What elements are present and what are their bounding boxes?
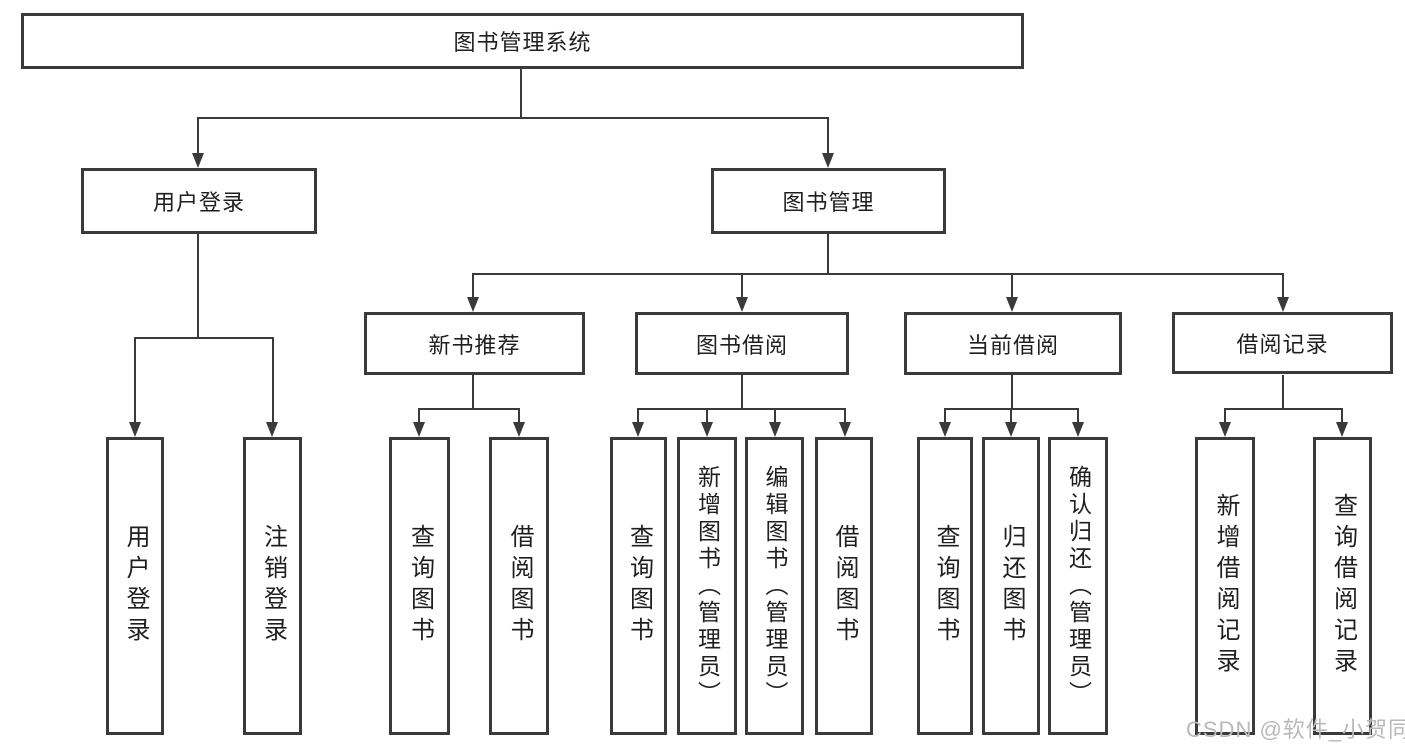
leaf-add-borrow-record: 新增借阅记录: [1195, 437, 1255, 735]
leaf-label: 借阅图书: [831, 524, 858, 648]
leaf-return-books: 归还图书: [982, 437, 1040, 735]
connector-line: [419, 408, 520, 410]
leaf-query-books-3: 查询图书: [917, 437, 973, 735]
leaf-label: 查询图书: [406, 524, 434, 648]
arrowhead-icon: [839, 422, 851, 437]
node-book-borrow-label: 图书借阅: [695, 332, 788, 358]
arrowhead-icon: [1005, 422, 1017, 437]
leaf-edit-books-admin: 编辑图书（管理员）: [745, 437, 804, 735]
arrowhead-icon: [467, 297, 479, 312]
arrowhead-icon: [513, 422, 525, 437]
leaf-query-books-1: 查询图书: [389, 437, 450, 735]
connector-line: [418, 408, 420, 424]
connector-line: [473, 273, 1284, 275]
connector-line: [134, 337, 136, 424]
connector-line: [197, 117, 199, 155]
leaf-query-borrow-record: 查询借阅记录: [1313, 437, 1372, 735]
connector-line: [520, 69, 522, 117]
connector-line: [1011, 375, 1013, 408]
connector-line: [1077, 408, 1079, 424]
leaf-label: 归还图书: [998, 524, 1025, 648]
csdn-watermark: CSDN @软件_小贺同学: [1186, 717, 1405, 742]
node-current-borrow: 当前借阅: [904, 312, 1122, 375]
connector-line: [1224, 408, 1226, 424]
connector-line: [741, 375, 743, 408]
connector-line: [827, 117, 829, 155]
arrowhead-icon: [1277, 297, 1289, 312]
node-new-book-recommend: 新书推荐: [364, 312, 585, 375]
arrowhead-icon: [736, 297, 748, 312]
node-root: 图书管理系统: [21, 13, 1024, 69]
node-book-borrow: 图书借阅: [635, 312, 849, 375]
leaf-borrow-books-2: 借阅图书: [815, 437, 873, 735]
connector-line: [1282, 375, 1284, 408]
connector-line: [637, 408, 639, 424]
node-borrow-records-label: 借阅记录: [1236, 332, 1329, 357]
arrowhead-icon: [1336, 422, 1348, 437]
arrowhead-icon: [192, 153, 204, 168]
connector-line: [472, 375, 474, 408]
leaf-label: 编辑图书（管理员）: [762, 464, 788, 708]
leaf-add-books-admin: 新增图书（管理员）: [677, 437, 737, 735]
node-book-management-label: 图书管理: [782, 190, 875, 215]
arrowhead-icon: [129, 422, 141, 437]
arrowhead-icon: [1072, 422, 1084, 437]
leaf-label: 查询图书: [932, 524, 959, 648]
leaf-label: 新增借阅记录: [1212, 493, 1239, 679]
arrowhead-icon: [701, 422, 713, 437]
connector-line: [472, 273, 474, 299]
arrowhead-icon: [1219, 422, 1231, 437]
leaf-borrow-books-1: 借阅图书: [489, 437, 549, 735]
arrowhead-icon: [1006, 297, 1018, 312]
leaf-query-books-2: 查询图书: [610, 437, 667, 735]
connector-line: [706, 408, 708, 424]
leaf-user-login: 用户登录: [106, 437, 164, 735]
arrowhead-icon: [822, 153, 834, 168]
leaf-label: 查询借阅记录: [1329, 493, 1357, 679]
connector-line: [638, 408, 845, 410]
node-current-borrow-label: 当前借阅: [966, 332, 1059, 358]
leaf-label: 借阅图书: [506, 524, 533, 648]
node-root-label: 图书管理系统: [453, 30, 592, 55]
connector-line: [1225, 408, 1342, 410]
arrowhead-icon: [769, 422, 781, 437]
connector-line: [741, 273, 743, 299]
node-user-login-label: 用户登录: [152, 190, 245, 215]
arrowhead-icon: [632, 422, 644, 437]
arrowhead-icon: [939, 422, 951, 437]
connector-line: [1011, 273, 1013, 299]
leaf-label: 注销登录: [259, 524, 287, 648]
arrowhead-icon: [413, 422, 425, 437]
leaf-label: 确认归还（管理员）: [1065, 464, 1092, 708]
leaf-label: 新增图书（管理员）: [694, 464, 721, 708]
node-new-book-recommend-label: 新书推荐: [428, 332, 521, 358]
connector-line: [774, 408, 776, 424]
connector-line: [944, 408, 946, 424]
connector-line: [1341, 408, 1343, 424]
leaf-confirm-return-admin: 确认归还（管理员）: [1048, 437, 1108, 735]
arrowhead-icon: [266, 422, 278, 437]
connector-line: [1010, 408, 1012, 424]
connector-line: [134, 337, 274, 339]
connector-line: [1282, 273, 1284, 299]
leaf-logout: 注销登录: [243, 437, 302, 735]
connector-line: [827, 234, 829, 273]
connector-line: [844, 408, 846, 424]
connector-line: [272, 337, 274, 424]
leaf-label: 查询图书: [625, 524, 653, 648]
node-book-management: 图书管理: [711, 168, 946, 234]
connector-line: [197, 234, 199, 337]
leaf-label: 用户登录: [122, 524, 149, 648]
connector-line: [197, 117, 829, 119]
node-borrow-records: 借阅记录: [1172, 312, 1393, 374]
node-user-login: 用户登录: [81, 168, 317, 234]
connector-line: [518, 408, 520, 424]
